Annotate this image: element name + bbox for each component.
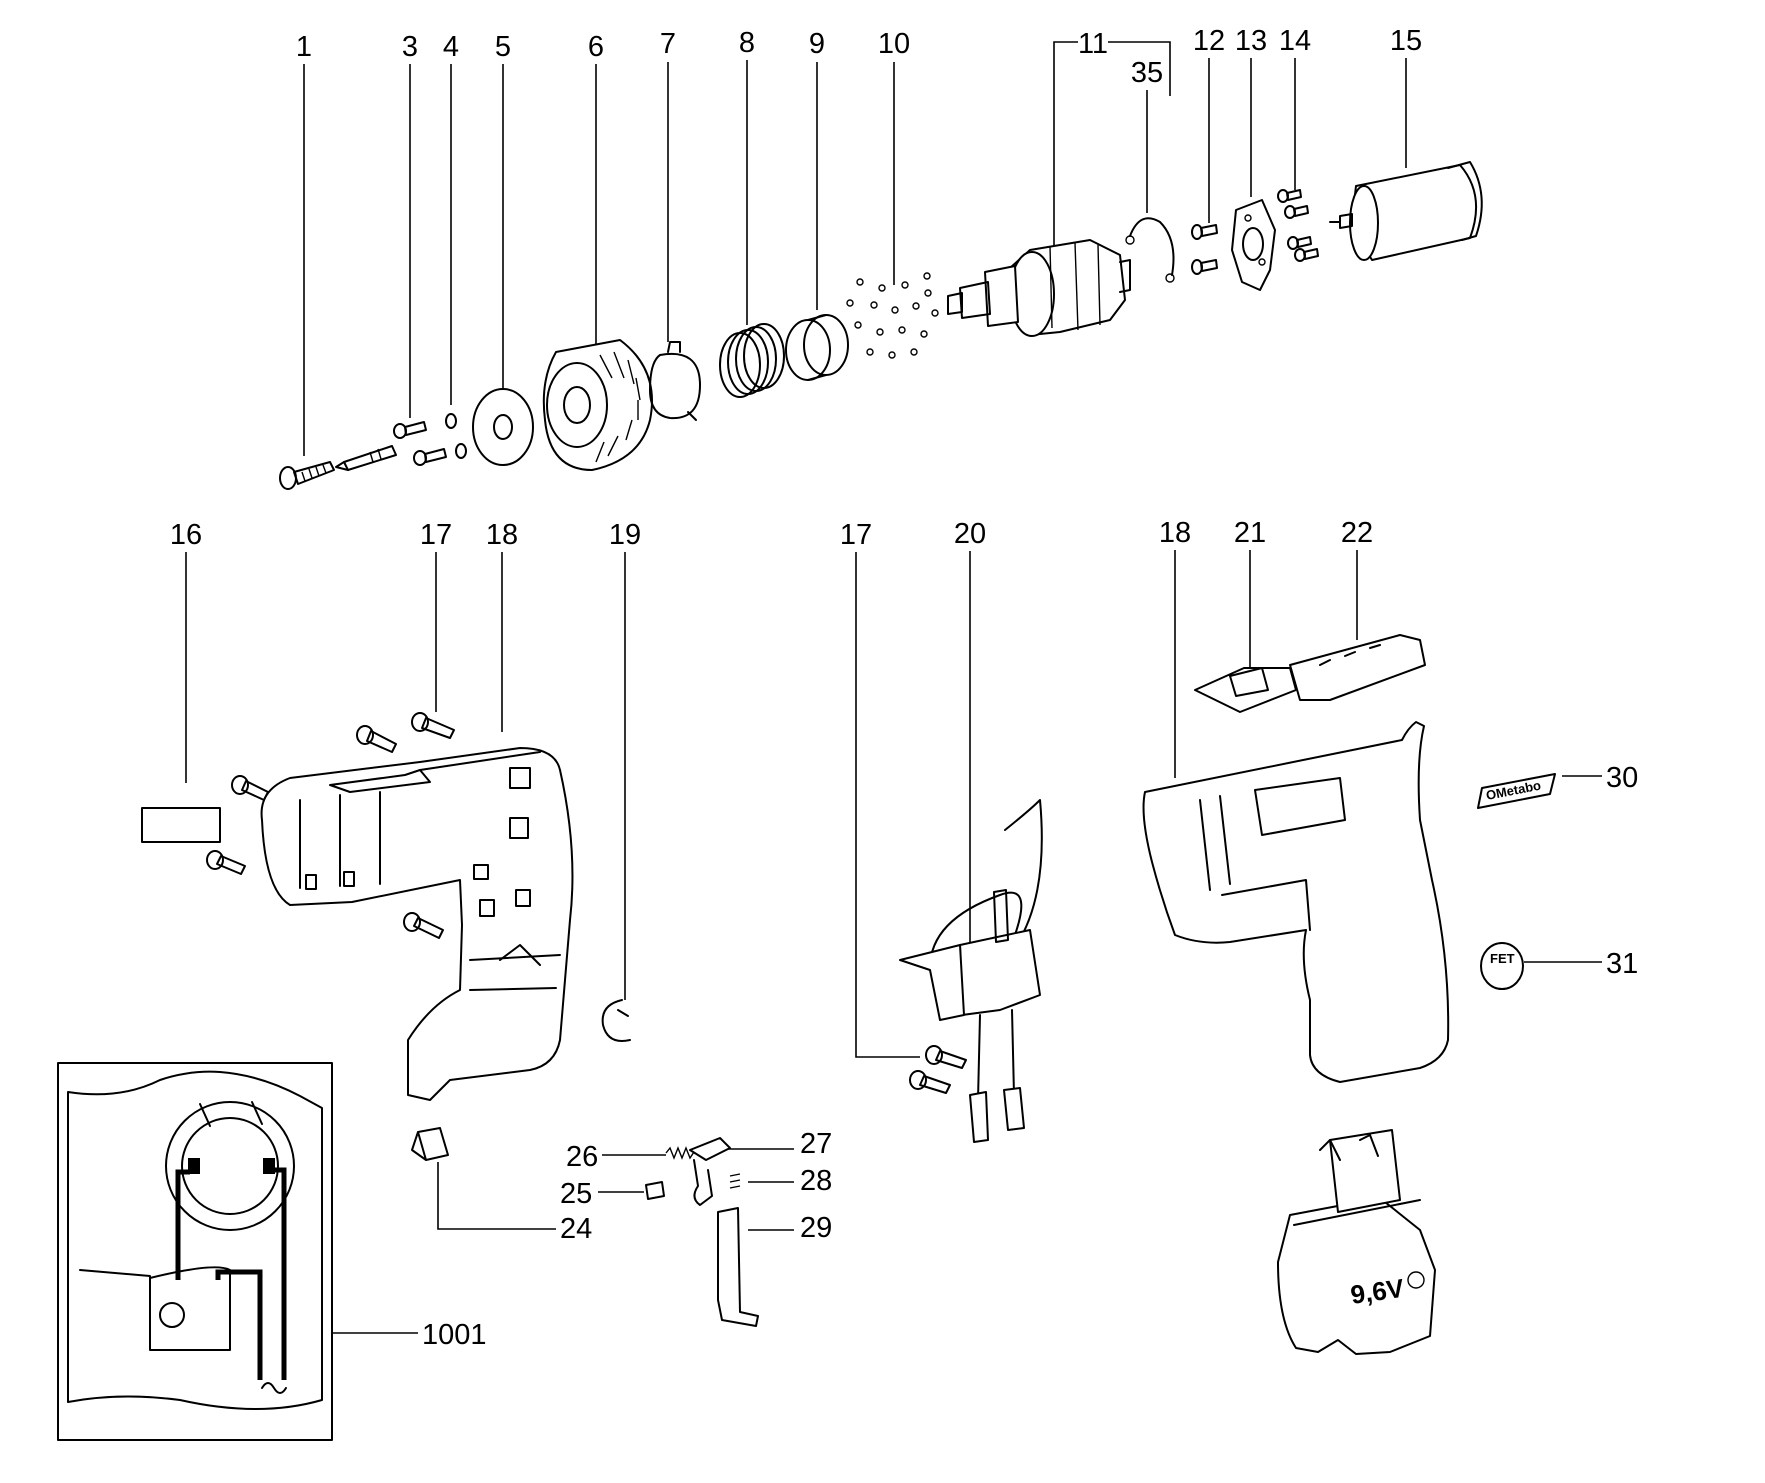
part-21-cover <box>1194 667 1297 713</box>
callout-12: 12 <box>1193 25 1225 57</box>
part-11-gearbox <box>947 239 1131 337</box>
callout-17-left: 17 <box>420 519 452 551</box>
callout-8: 8 <box>739 27 755 59</box>
callout-25: 25 <box>560 1178 592 1210</box>
inset-1001-wiring <box>57 1062 333 1441</box>
part-27-lever <box>689 1137 731 1206</box>
callout-5: 5 <box>495 31 511 63</box>
part-3-screws <box>393 421 447 466</box>
callout-18-left: 18 <box>486 519 518 551</box>
part-6-adjusting-sleeve <box>542 339 653 471</box>
part-4-washers <box>445 413 467 459</box>
part-15-motor <box>1329 161 1483 261</box>
callout-17-right: 17 <box>840 519 872 551</box>
part-7-spring-clip <box>649 341 701 421</box>
callout-26: 26 <box>566 1141 598 1173</box>
part-13-motor-plate <box>1231 199 1276 291</box>
part-10-balls <box>846 272 939 359</box>
part-25-block <box>645 1181 665 1200</box>
part-bit <box>335 445 397 471</box>
callout-27: 27 <box>800 1128 832 1160</box>
callout-9: 9 <box>809 28 825 60</box>
callout-31: 31 <box>1606 948 1638 980</box>
part-24-block <box>411 1127 449 1161</box>
callout-28: 28 <box>800 1165 832 1197</box>
leader-lines <box>185 41 1602 1334</box>
callout-10: 10 <box>878 28 910 60</box>
callout-21: 21 <box>1234 517 1266 549</box>
fet-badge-text: FET <box>1490 951 1515 966</box>
battery-pack: 9,6V <box>1277 1129 1436 1355</box>
part-14-screws <box>1277 189 1319 262</box>
part-17-screws-right <box>909 1045 967 1094</box>
part-1-screw <box>279 461 335 490</box>
battery-voltage-label: 9,6V <box>1349 1273 1407 1310</box>
part-19-circlip <box>601 999 631 1042</box>
callout-13: 13 <box>1235 25 1267 57</box>
callout-19: 19 <box>609 519 641 551</box>
part-28-spring <box>729 1173 741 1189</box>
callout-1: 1 <box>296 31 312 63</box>
callout-14: 14 <box>1279 25 1311 57</box>
callout-20: 20 <box>954 518 986 550</box>
part-17-screws-left <box>206 712 455 939</box>
callout-24: 24 <box>560 1213 592 1245</box>
part-22-cover <box>1289 634 1426 701</box>
part-12-screws <box>1191 224 1218 275</box>
callout-7: 7 <box>660 28 676 60</box>
callout-6: 6 <box>588 31 604 63</box>
part-29-slide <box>717 1207 759 1327</box>
part-35-wire-clip <box>1125 217 1175 283</box>
callout-3: 3 <box>402 31 418 63</box>
callout-16: 16 <box>170 519 202 551</box>
callout-35: 35 <box>1131 57 1163 89</box>
part-18-housing-right <box>1142 721 1450 1083</box>
callout-29: 29 <box>800 1212 832 1244</box>
callout-11: 11 <box>1078 28 1108 60</box>
part-20-switch <box>899 799 1043 1143</box>
part-18-housing-left <box>260 747 574 1101</box>
callout-15: 15 <box>1390 25 1422 57</box>
part-8-coil-spring <box>719 323 785 398</box>
callout-4: 4 <box>443 31 459 63</box>
part-31-fet-badge: FET <box>1480 942 1524 990</box>
part-26-spring <box>665 1146 695 1160</box>
part-16-label <box>141 807 221 843</box>
callout-labels: 1 3 4 5 6 7 8 9 10 11 35 12 13 14 15 16 … <box>170 25 1638 1351</box>
callout-22: 22 <box>1341 517 1373 549</box>
callout-1001: 1001 <box>422 1319 487 1351</box>
part-30-brand-badge: OMetabo <box>1477 773 1556 809</box>
part-5-disc <box>472 388 534 466</box>
callout-18-right: 18 <box>1159 517 1191 549</box>
callout-30: 30 <box>1606 762 1638 794</box>
part-9-ring <box>785 314 849 381</box>
